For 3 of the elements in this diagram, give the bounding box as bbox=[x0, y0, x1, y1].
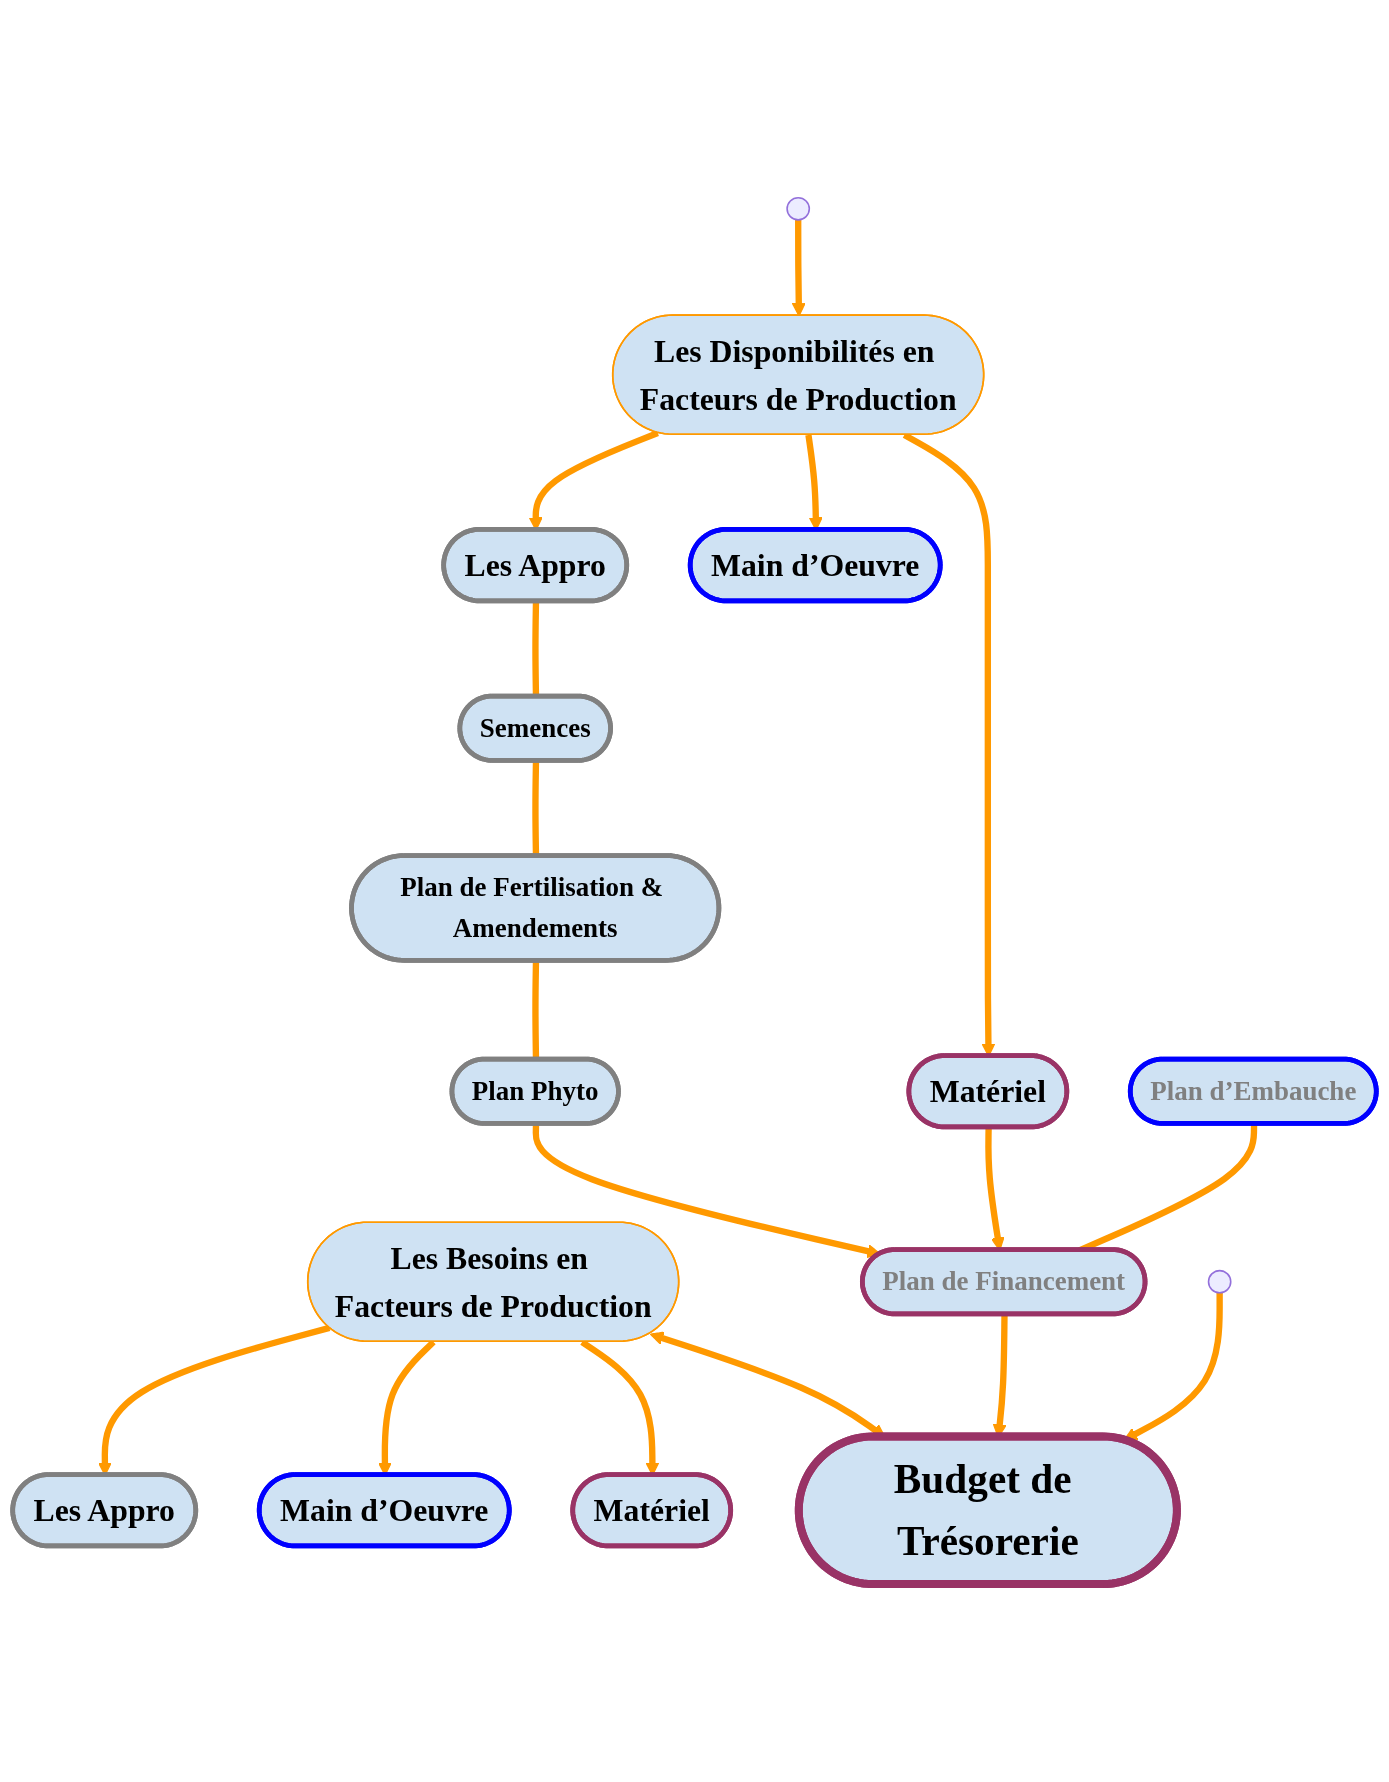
arrow bbox=[532, 1124, 881, 1259]
connector bbox=[532, 601, 540, 697]
arrow bbox=[791, 220, 806, 317]
